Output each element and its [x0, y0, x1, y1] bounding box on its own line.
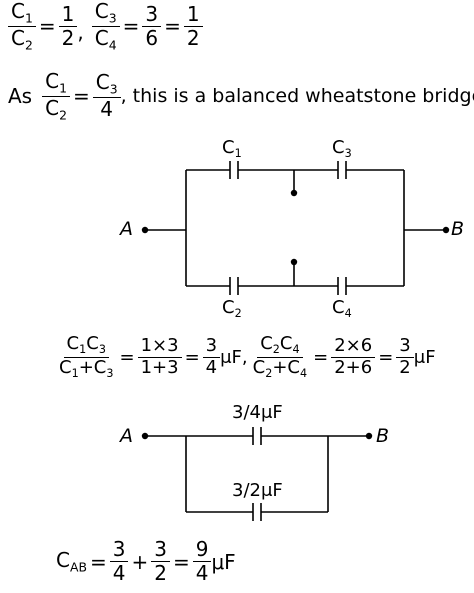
ratio-c3-4: C3 4	[92, 71, 121, 121]
unit-microfarad: μF	[211, 549, 236, 574]
node-b-label: B	[451, 218, 465, 240]
capacitor-top-label: 3/4μF	[232, 402, 283, 423]
fraction-2x6-over-2plus6: 2×6 2+6	[331, 335, 376, 378]
capacitor-bottom-label: 3/2μF	[232, 480, 283, 501]
fraction-three-sixths: 3 6	[142, 2, 162, 50]
fraction-3-2: 3 2	[151, 538, 170, 585]
equals-sign: =	[172, 549, 190, 574]
capacitor-c1-label: C1	[222, 137, 242, 160]
equals-sign: =	[89, 549, 107, 574]
fraction-9-4: 9 4	[192, 538, 212, 585]
ratio-line: C1 C2 = 1 2 , C3 C4 = 3 6 = 1 2	[8, 0, 203, 52]
equals-sign: =	[378, 346, 394, 368]
equals-sign: =	[72, 84, 90, 109]
fraction-one-half-2: 1 2	[183, 2, 203, 50]
series-c2-c4: C2C4 C2+C4	[252, 333, 308, 380]
balanced-statement: As C1 C2 = C3 4 , this is a balanced whe…	[8, 70, 474, 122]
fraction-3-4: 3 4	[202, 335, 221, 378]
fraction-3-4: 3 4	[109, 538, 129, 585]
fraction-1x3-over-1plus3: 1×3 1+3	[137, 335, 182, 378]
fraction-3-2: 3 2	[396, 335, 414, 378]
statement-as: As	[8, 84, 33, 109]
series-c1-c3: C1C3 C1+C3	[59, 333, 114, 380]
equals-sign: =	[119, 346, 135, 368]
capacitor-c2-label: C2	[222, 297, 242, 320]
ratio-c1-c2: C1 C2	[42, 70, 70, 122]
capacitor-c3-label: C3	[332, 137, 352, 160]
comma: ,	[77, 20, 84, 45]
series-combination-line: C1C3 C1+C3 = 1×3 1+3 = 3 4 μF, C2C4 C2+C…	[56, 333, 436, 380]
capacitor-c4-label: C4	[332, 297, 352, 320]
plus-sign: +	[131, 549, 149, 574]
ratio-c3-c4: C3 C4	[91, 0, 120, 52]
node-a-label: A	[120, 218, 133, 240]
equals-sign: =	[122, 14, 140, 39]
equals-sign: =	[313, 346, 329, 368]
c-ab-symbol: CAB	[56, 548, 87, 575]
equals-sign: =	[164, 14, 181, 39]
unit-microfarad: μF	[413, 346, 436, 368]
ratio-c1-c2: C1 C2	[8, 0, 36, 52]
equivalent-capacitance-line: CAB = 3 4 + 3 2 = 9 4 μF	[56, 538, 236, 585]
equals-sign: =	[184, 346, 200, 368]
fraction-one-half: 1 2	[58, 2, 78, 50]
equals-sign: =	[38, 14, 56, 39]
node-a-label: A	[120, 425, 133, 447]
statement-text: , this is a balanced wheatstone bridge.	[120, 85, 474, 108]
unit-microfarad: μF,	[220, 346, 248, 368]
node-b-label: B	[376, 425, 390, 447]
